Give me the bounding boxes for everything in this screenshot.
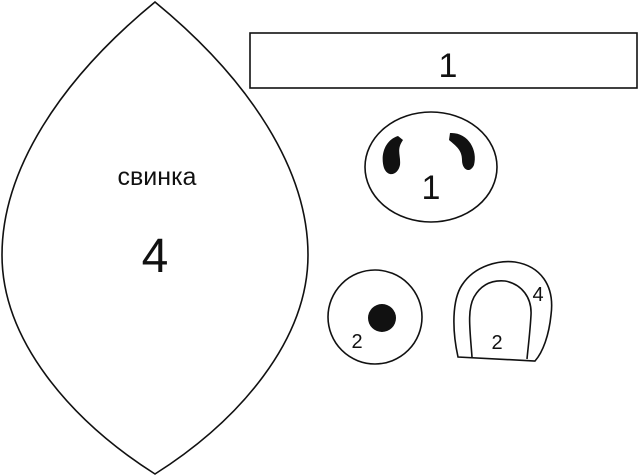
ear-inner-count: 2 [491,332,502,354]
strip-piece-count: 1 [439,47,458,85]
pupil-dot [368,304,396,332]
ear-outer-count: 4 [532,284,543,306]
snout-piece-count: 1 [422,169,441,207]
body-leaf-shape [1,0,309,475]
nostril-left-icon [382,136,403,175]
body-piece-name: свинка [118,163,197,191]
strip-rectangle [249,32,638,89]
ear-inner-shape [468,280,532,360]
snout-circle [364,111,498,223]
nostril-right-icon [449,132,475,171]
body-piece-count: 4 [142,230,169,283]
eye-circle [327,269,423,365]
eye-piece-count: 2 [351,331,362,353]
ear-outer-shape [453,260,553,362]
